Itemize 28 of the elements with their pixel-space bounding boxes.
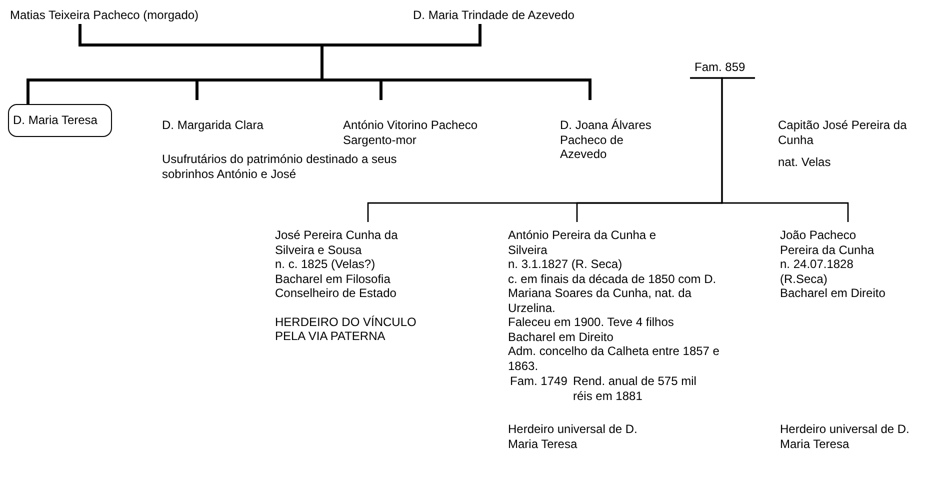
- person-name: António Vitorino Pacheco: [343, 118, 479, 132]
- person-note: Adm. concelho da Calheta entre 1857 e 1863.: [508, 344, 720, 373]
- person-note: Bacharel em Direito: [508, 330, 614, 344]
- person-note: n. 3.1.1827 (R. Seca): [508, 257, 624, 272]
- person-note: Conselheiro de Estado: [275, 286, 398, 300]
- person-note: Sargento-mor: [343, 132, 418, 147]
- connector-line: [320, 24, 592, 100]
- person-note: nat. Velas: [778, 155, 832, 170]
- person-note: Bacharel em Filosofia: [275, 272, 392, 286]
- person-note: c. em finais da década de 1850 com D. Mariana Soares da Cunha, nat. da Urzelina.: [508, 272, 718, 315]
- person-note: HERDEIRO DO VÍNCULO PELA VIA PATERNA: [275, 314, 418, 344]
- person-note: Herdeiro universal de D. Maria Teresa: [508, 422, 638, 451]
- highlighted-person-name: D. Maria Teresa: [8, 104, 112, 136]
- person-note: Fam. 1749: [510, 374, 568, 388]
- person-note: Bacharel em Direito: [780, 286, 886, 300]
- note-text: Usufrutários do património destinado a seus sobrinhos António e José: [162, 152, 398, 181]
- person-note: n. c. 1825 (Velas?): [275, 257, 376, 272]
- person-name: D. Maria Trindade de Azevedo: [413, 8, 613, 22]
- note-text: Herdeiro universal de D. Maria Teresa: [780, 422, 910, 451]
- edge-label: Fam. 859: [694, 60, 746, 74]
- connector-line: [721, 77, 849, 222]
- person-note: n. 24.07.1828 (R.Seca): [780, 257, 854, 286]
- person-note: Rend. anual de 575 mil réis em 1881: [573, 374, 698, 403]
- person-note: Faleceu em 1900. Teve 4 filhos: [508, 315, 675, 330]
- person-name: D. Margarida Clara: [162, 118, 322, 132]
- person-name: D. Joana Álvares Pacheco de Azevedo: [560, 118, 660, 162]
- person-name: Matias Teixeira Pacheco (morgado): [10, 8, 270, 22]
- person-name: Capitão José Pereira da Cunha: [778, 118, 908, 147]
